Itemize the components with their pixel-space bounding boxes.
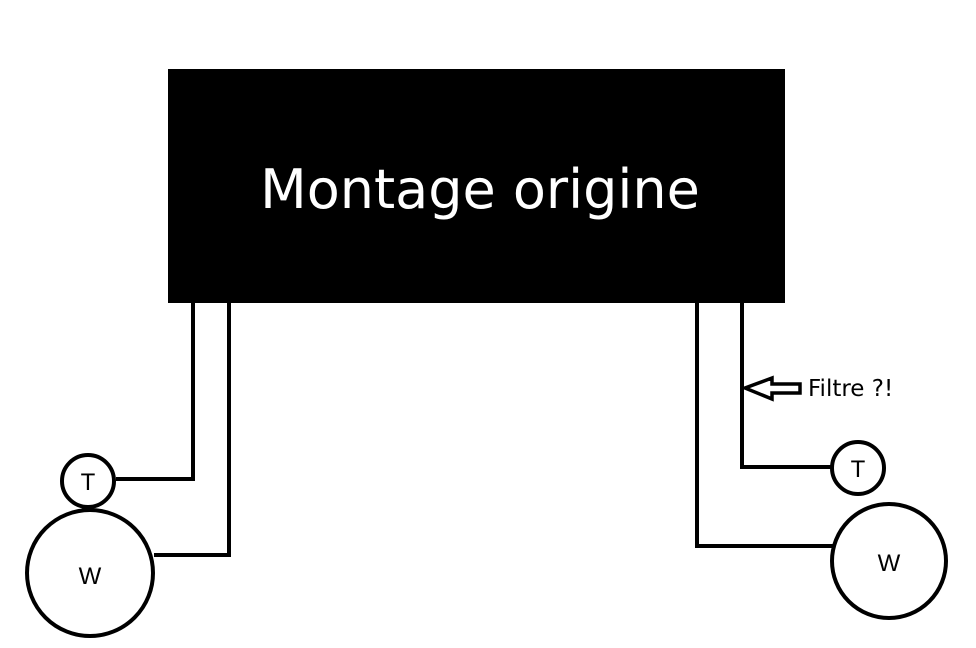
wire-right-tweeter [740, 303, 831, 469]
filter-annotation: Filtre ?! [808, 376, 893, 402]
right-woofer: W [830, 502, 948, 620]
main-unit-box: Montage origine [168, 69, 785, 303]
wire-right-woofer [695, 303, 834, 548]
left-tweeter: T [60, 453, 116, 509]
wires [116, 303, 834, 557]
arrow-icon [740, 375, 802, 402]
wire-left-woofer [154, 303, 231, 557]
left-woofer-label: W [79, 563, 102, 590]
box-title: Montage origine [260, 158, 700, 221]
wire-left-tweeter [116, 303, 195, 481]
right-tweeter-label: T [851, 456, 866, 483]
left-woofer: W [25, 508, 155, 638]
left-tweeter-label: T [81, 469, 96, 496]
right-woofer-label: W [878, 550, 901, 577]
right-tweeter: T [830, 440, 886, 496]
